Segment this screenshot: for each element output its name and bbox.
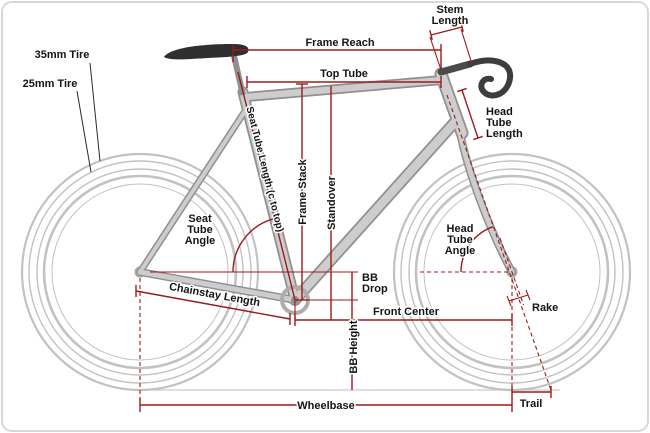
handlebar [467,57,514,99]
label-trail: Trail [520,398,543,410]
label-wheelbase: Wheelbase [297,400,354,412]
dim-bb-drop [150,271,358,301]
saddle [164,44,249,60]
dim-chainstay-length [135,285,291,325]
label-stem-length: Stem Length [430,3,470,29]
label-frame-stack: Frame Stack [297,158,309,224]
dim-head-tube-length [457,87,483,141]
svg-text:Length: Length [486,128,523,140]
svg-text:Angle: Angle [445,245,476,257]
svg-text:Head: Head [486,106,513,118]
seat-tube-angle-arc [232,217,275,273]
tire-25-leader [76,90,92,173]
svg-text:Seat: Seat [188,213,212,225]
label-standover: Standover [326,175,338,230]
svg-text:BB: BB [362,272,378,284]
dim-seat-tube-length [237,71,296,301]
svg-text:Drop: Drop [362,283,388,295]
dim-trail [511,386,552,398]
svg-text:Head: Head [447,223,474,235]
svg-text:Length: Length [432,15,469,27]
label-rake: Rake [532,302,558,314]
dimension-lines [135,22,552,412]
svg-text:Tube: Tube [447,234,472,246]
svg-text:Angle: Angle [185,235,216,247]
svg-text:Tube: Tube [486,117,511,129]
tire-35-leader [89,62,101,162]
label-head-tube-angle: Head Tube Angle [443,222,477,259]
label-seat-tube-angle: Seat Tube Angle [183,212,217,249]
label-frame-reach: Frame Reach [305,37,374,49]
dim-frame-reach [232,44,442,68]
label-tire-35: 35mm Tire [35,49,90,61]
label-front-center: Front Center [373,306,440,318]
label-tire-25: 25mm Tire [23,78,78,90]
label-top-tube: Top Tube [320,68,368,80]
svg-text:Tube: Tube [187,224,212,236]
label-bb-height: BB Height [348,320,360,374]
dim-wheelbase [139,398,513,412]
dim-stem-length [429,22,473,71]
stem [437,60,474,76]
svg-text:Stem: Stem [437,4,464,16]
label-bb-drop: BB Drop [361,271,390,297]
dim-head-tube-angle [420,226,509,273]
label-head-tube-length: Head Tube Length [485,105,525,142]
dim-top-tube [246,76,442,88]
